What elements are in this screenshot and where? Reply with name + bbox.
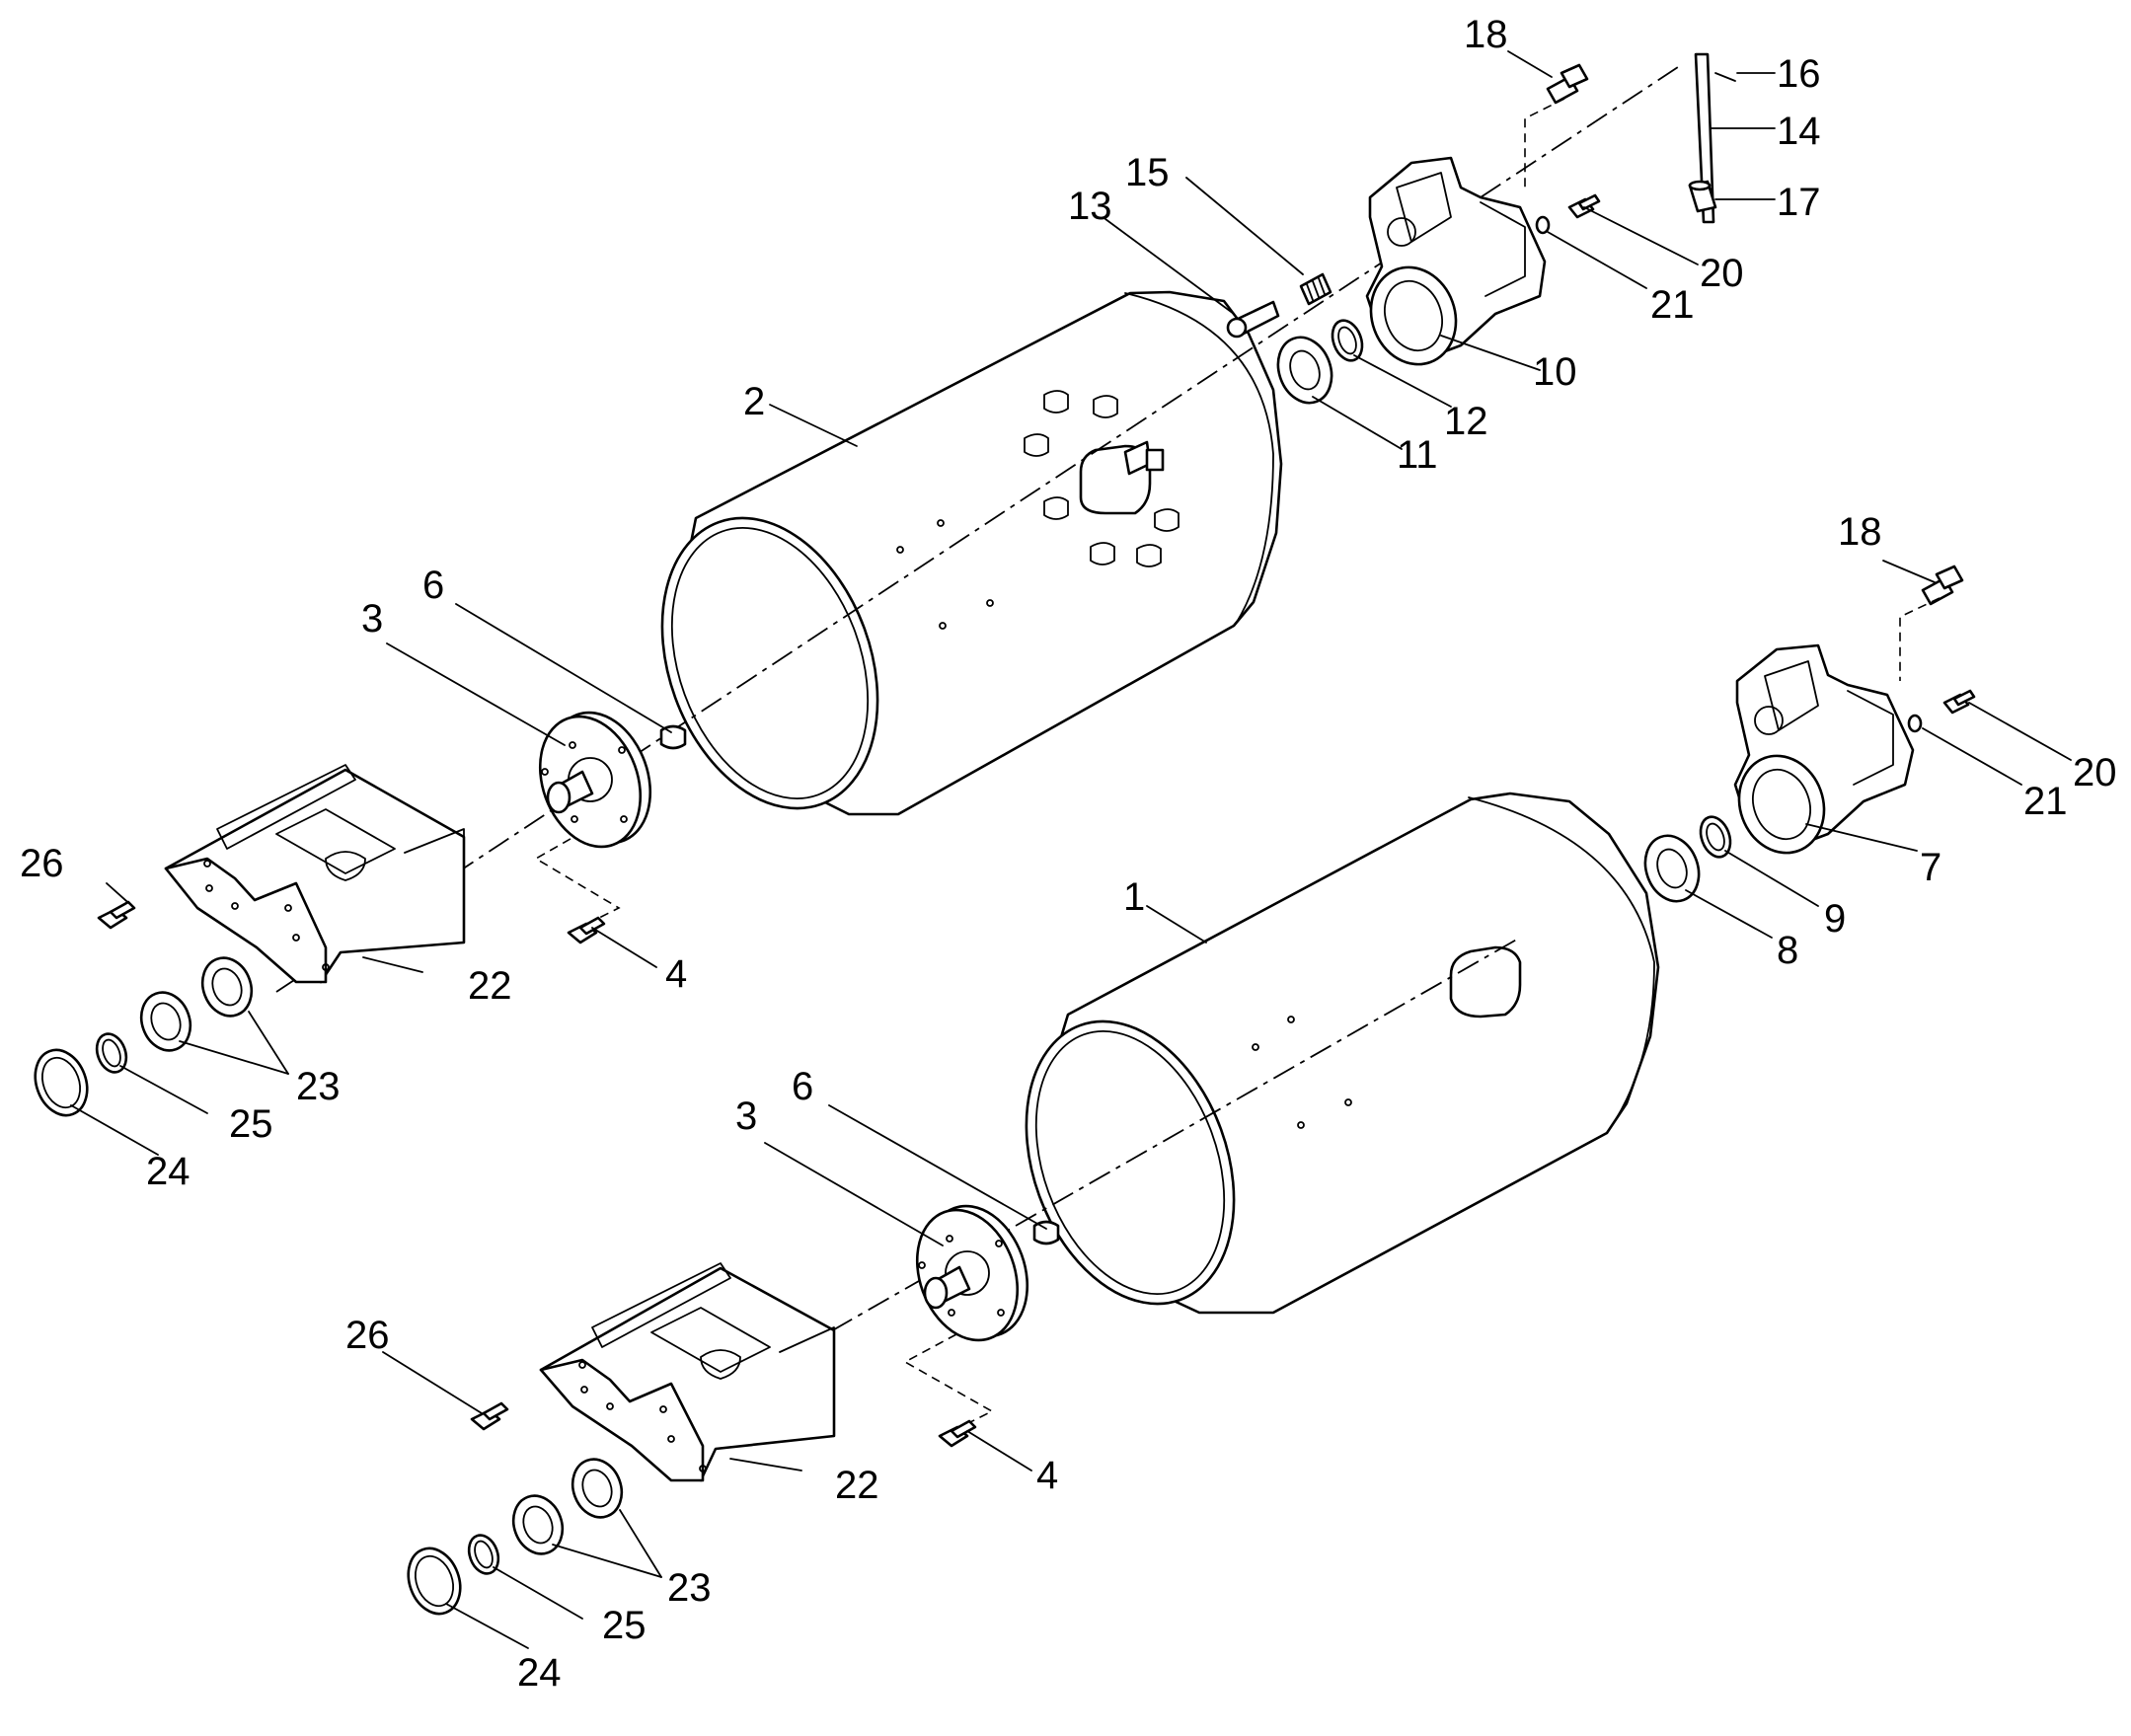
label-4-upper: 4: [665, 952, 687, 996]
upper-drum-2: [660, 290, 1283, 816]
lower-housing-7: [1733, 643, 1915, 855]
label-22-upper: 22: [468, 964, 512, 1008]
lower-ring-24: [407, 1547, 462, 1616]
upper-snap-ring-12: [1331, 319, 1364, 362]
lower-bracket-22: [539, 1262, 836, 1482]
lower-washer-21: [1907, 714, 1923, 733]
leader-lines: [70, 50, 2072, 1649]
upper-bolt18-leader: [1524, 98, 1565, 188]
upper-bolt4-leader: [534, 823, 621, 924]
label-12: 12: [1444, 400, 1488, 443]
label-10: 10: [1533, 350, 1577, 394]
lower-pin-6: [1032, 1220, 1060, 1245]
label-3-upper: 3: [361, 597, 383, 641]
upper-bearings-23: [139, 956, 254, 1052]
label-13: 13: [1068, 185, 1112, 228]
lower-flange-3: [915, 1204, 1029, 1342]
label-6-lower: 6: [792, 1065, 813, 1108]
label-17: 17: [1777, 181, 1821, 224]
upper-rod-14: [1694, 52, 1715, 224]
upper-bolt-20: [1567, 193, 1601, 219]
lower-bolt-18: [1921, 565, 1964, 606]
label-21-lower: 21: [2023, 780, 2068, 823]
upper-pin-6: [659, 724, 687, 750]
label-3-lower: 3: [735, 1094, 757, 1138]
label-23-upper: 23: [296, 1065, 341, 1108]
lower-snap-ring-9: [1699, 815, 1732, 859]
upper-housing-10: [1365, 156, 1547, 366]
lower-bolt-4: [938, 1419, 977, 1448]
label-9: 9: [1824, 897, 1846, 941]
upper-pin-13: [1226, 300, 1280, 339]
lower-bolt-20: [1942, 689, 1976, 715]
upper-spring-15: [1299, 272, 1332, 306]
upper-ring-24: [34, 1048, 89, 1117]
label-26-upper: 26: [20, 842, 64, 885]
upper-snap-ring-25: [95, 1032, 128, 1074]
lower-bearings-23: [511, 1458, 624, 1555]
lower-bolt4-leader: [903, 1326, 994, 1427]
label-25-upper: 25: [229, 1102, 273, 1146]
upper-flange-3: [538, 711, 652, 849]
label-24-upper: 24: [146, 1150, 190, 1193]
label-4-lower: 4: [1036, 1454, 1058, 1497]
label-6-upper: 6: [422, 564, 444, 607]
label-18-upper: 18: [1464, 13, 1508, 56]
upper-bracket-22: [164, 764, 466, 984]
label-15: 15: [1125, 151, 1170, 194]
label-11: 11: [1397, 433, 1438, 477]
lower-bolt18-leader: [1899, 597, 1941, 681]
label-14: 14: [1777, 110, 1821, 153]
label-7: 7: [1920, 846, 1941, 889]
label-20-lower: 20: [2073, 751, 2117, 794]
lower-axle-centerline: [794, 937, 1521, 1353]
lower-snap-ring-25: [467, 1534, 500, 1575]
label-1: 1: [1123, 875, 1145, 919]
label-23-lower: 23: [667, 1566, 712, 1610]
label-24-lower: 24: [517, 1651, 562, 1695]
lower-drum-1: [1025, 792, 1660, 1315]
label-2: 2: [743, 380, 765, 423]
lower-bolt-26: [470, 1401, 509, 1431]
upper-seal-11: [1276, 336, 1333, 405]
label-20-upper: 20: [1700, 252, 1744, 295]
label-8: 8: [1777, 929, 1798, 972]
label-18-lower: 18: [1838, 510, 1882, 554]
upper-axle-centerline: [275, 66, 1679, 993]
upper-bolt-26: [97, 900, 136, 930]
lower-seal-8: [1643, 834, 1701, 903]
label-16: 16: [1777, 52, 1821, 96]
upper-bolt-4: [567, 916, 606, 944]
upper-bolt-18: [1546, 63, 1589, 105]
label-22-lower: 22: [835, 1464, 879, 1507]
upper-pin-16: [1714, 72, 1736, 82]
upper-washer-21: [1535, 215, 1551, 235]
label-21-upper: 21: [1650, 283, 1695, 327]
label-25-lower: 25: [602, 1604, 647, 1647]
label-26-lower: 26: [345, 1314, 390, 1357]
upper-grip-17: [1688, 180, 1717, 213]
